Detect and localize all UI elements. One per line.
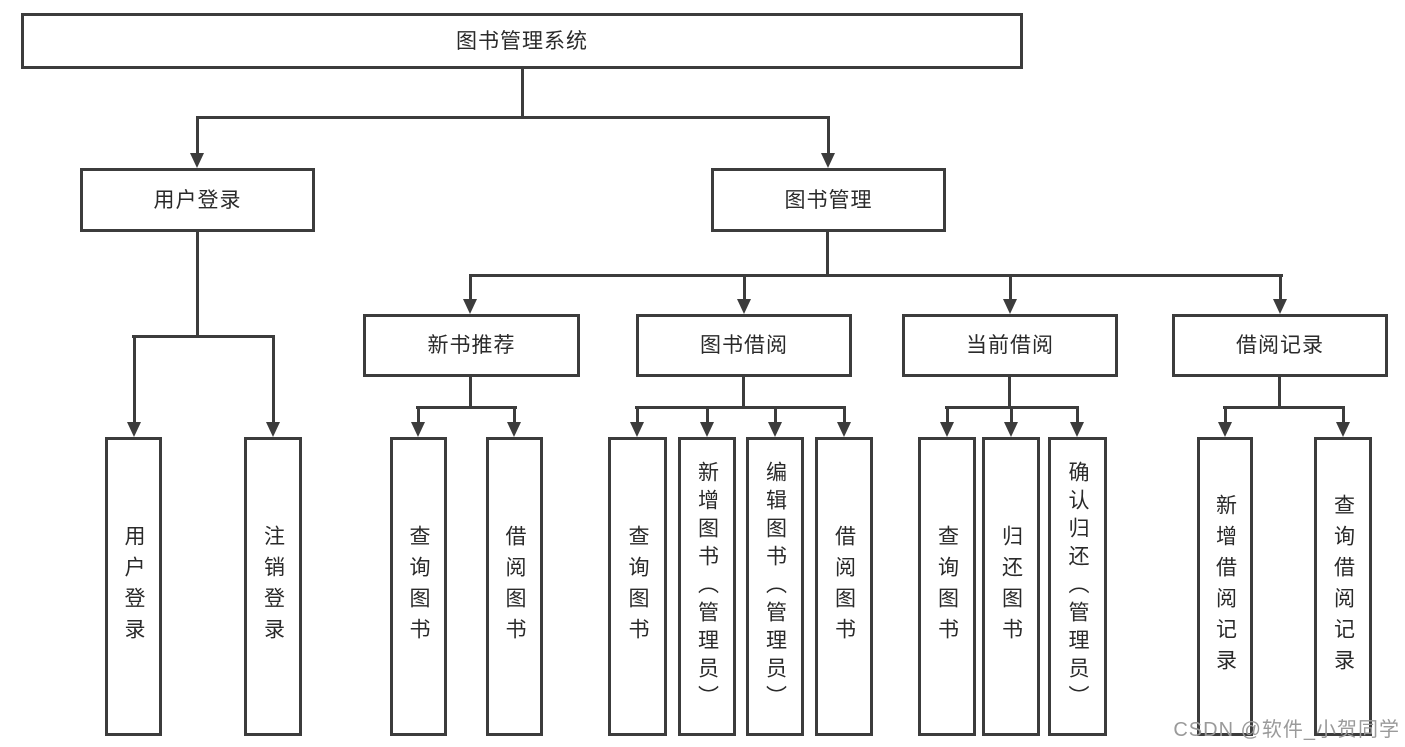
- connector-arrow-down: [1003, 277, 1017, 314]
- arrowhead-icon: [127, 422, 141, 437]
- box-leaf-borrow-books-nbr: 借阅图书: [486, 437, 543, 736]
- box-leaf-query-books-nbr: 查询图书: [390, 437, 447, 736]
- node-label: 查询图书: [626, 524, 649, 649]
- arrowhead-icon: [737, 299, 751, 314]
- arrowhead-icon: [411, 422, 425, 437]
- connector-arrow-down: [127, 338, 141, 437]
- connector-line: [416, 406, 517, 409]
- connector-line: [132, 335, 275, 338]
- arrowhead-icon: [1336, 422, 1350, 437]
- box-book-management: 图书管理: [711, 168, 946, 232]
- connector-line: [521, 68, 524, 119]
- connector-arrow-down: [1273, 277, 1287, 314]
- node-label: 新增借阅记录: [1213, 493, 1237, 680]
- node-label: 查询图书: [407, 524, 430, 649]
- arrowhead-icon: [700, 422, 714, 437]
- node-label: 借阅图书: [832, 524, 856, 649]
- connector-arrow-down: [507, 409, 521, 437]
- connector-line: [826, 232, 829, 277]
- arrowhead-icon: [190, 153, 204, 168]
- connector-line: [469, 274, 1283, 277]
- connector-arrow-down: [1004, 409, 1018, 437]
- node-label: 编辑图书（管理员）: [763, 460, 787, 713]
- connector-line: [196, 232, 199, 338]
- connector-arrow-down: [463, 277, 477, 314]
- node-label: 查询图书: [935, 524, 959, 649]
- connector-arrow-down: [630, 409, 644, 437]
- node-label: 归还图书: [999, 524, 1023, 649]
- node-label: 新增图书（管理员）: [695, 460, 719, 713]
- box-leaf-query-books-cb: 查询图书: [918, 437, 976, 736]
- box-leaf-add-books-admin: 新增图书（管理员）: [678, 437, 736, 736]
- node-label: 注销登录: [261, 524, 285, 649]
- connector-arrow-down: [266, 338, 280, 437]
- connector-line: [1278, 377, 1281, 409]
- arrowhead-icon: [1218, 422, 1232, 437]
- box-user-login: 用户登录: [80, 168, 315, 232]
- arrowhead-icon: [940, 422, 954, 437]
- csdn-watermark: CSDN @软件_小贺同学: [1173, 719, 1400, 741]
- box-leaf-query-borrow-record: 查询借阅记录: [1314, 437, 1372, 736]
- node-label: 借阅图书: [503, 524, 526, 649]
- connector-arrow-down: [1218, 409, 1232, 437]
- box-leaf-edit-books-admin: 编辑图书（管理员）: [746, 437, 804, 736]
- box-leaf-logout: 注销登录: [244, 437, 302, 736]
- connector-line: [1008, 377, 1011, 409]
- box-leaf-query-books-bb: 查询图书: [608, 437, 667, 736]
- node-label: 图书借阅: [700, 334, 788, 357]
- arrowhead-icon: [266, 422, 280, 437]
- node-label: 用户登录: [153, 188, 242, 212]
- node-label: 当前借阅: [966, 334, 1054, 357]
- arrowhead-icon: [768, 422, 782, 437]
- connector-line: [196, 116, 830, 119]
- connector-arrow-down: [737, 277, 751, 314]
- node-label: 借阅记录: [1236, 334, 1324, 357]
- box-leaf-borrow-books-bb: 借阅图书: [815, 437, 873, 736]
- box-leaf-return-books: 归还图书: [982, 437, 1040, 736]
- node-label: 图书管理系统: [456, 29, 588, 53]
- arrowhead-icon: [837, 422, 851, 437]
- connector-line: [635, 406, 846, 409]
- connector-line: [742, 377, 745, 409]
- arrowhead-icon: [1273, 299, 1287, 314]
- arrowhead-icon: [630, 422, 644, 437]
- connector-arrow-down: [837, 409, 851, 437]
- box-new-book-recommendation: 新书推荐: [363, 314, 580, 377]
- node-label: 查询借阅记录: [1331, 493, 1355, 680]
- arrowhead-icon: [507, 422, 521, 437]
- arrowhead-icon: [821, 153, 835, 168]
- node-label: 图书管理: [784, 188, 873, 212]
- node-label: 确认归还（管理员）: [1066, 460, 1089, 713]
- connector-arrow-down: [940, 409, 954, 437]
- node-label: 用户登录: [122, 524, 145, 649]
- arrowhead-icon: [1003, 299, 1017, 314]
- connector-arrow-down: [190, 119, 204, 168]
- box-leaf-add-borrow-record: 新增借阅记录: [1197, 437, 1253, 736]
- arrowhead-icon: [1070, 422, 1084, 437]
- box-book-borrowing: 图书借阅: [636, 314, 852, 377]
- connector-arrow-down: [1070, 409, 1084, 437]
- connector-arrow-down: [1336, 409, 1350, 437]
- connector-arrow-down: [411, 409, 425, 437]
- connector-arrow-down: [821, 119, 835, 168]
- box-leaf-confirm-return-admin: 确认归还（管理员）: [1048, 437, 1107, 736]
- arrowhead-icon: [1004, 422, 1018, 437]
- box-leaf-user-login: 用户登录: [105, 437, 162, 736]
- node-label: 新书推荐: [427, 334, 516, 357]
- box-library-management-system: 图书管理系统: [21, 13, 1023, 69]
- arrowhead-icon: [463, 299, 477, 314]
- connector-arrow-down: [700, 409, 714, 437]
- connector-line: [469, 377, 472, 409]
- connector-line: [1223, 406, 1345, 409]
- connector-line: [945, 406, 1079, 409]
- connector-arrow-down: [768, 409, 782, 437]
- box-borrowing-records: 借阅记录: [1172, 314, 1388, 377]
- box-current-borrowing: 当前借阅: [902, 314, 1118, 377]
